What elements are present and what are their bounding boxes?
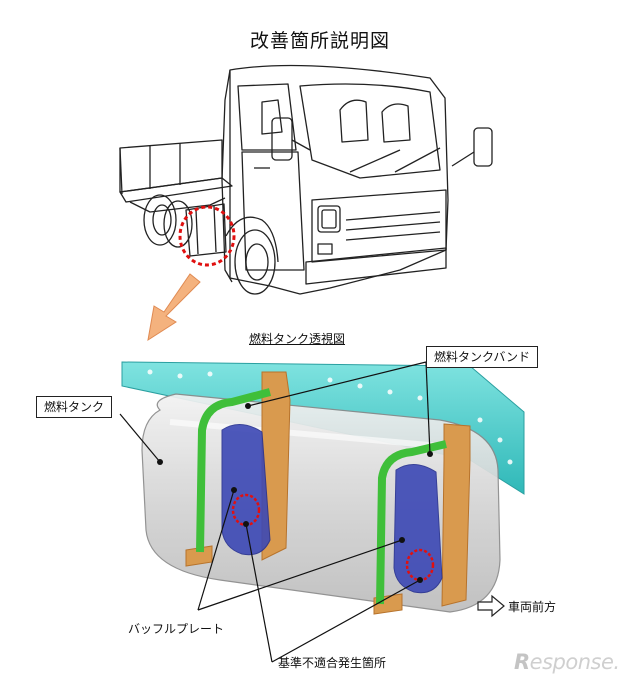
forward-arrow-icon (477, 594, 505, 618)
fuel-tank-label: 燃料タンク (36, 396, 113, 418)
nonconformity-location-label: 基準不適合発生箇所 (278, 656, 387, 670)
vehicle-forward-label: 車両前方 (508, 600, 557, 614)
page-title: 改善箇所説明図 (249, 30, 390, 52)
tank-location-marker (178, 205, 236, 267)
zoom-arrow (147, 273, 201, 342)
response-watermark: Response. (514, 650, 620, 674)
fuel-tank-band-label: 燃料タンクバンド (426, 346, 539, 368)
baffle-plate-label: バッフルプレート (128, 622, 225, 636)
fuel-tank-cutaway-title: 燃料タンク透視図 (249, 332, 346, 346)
